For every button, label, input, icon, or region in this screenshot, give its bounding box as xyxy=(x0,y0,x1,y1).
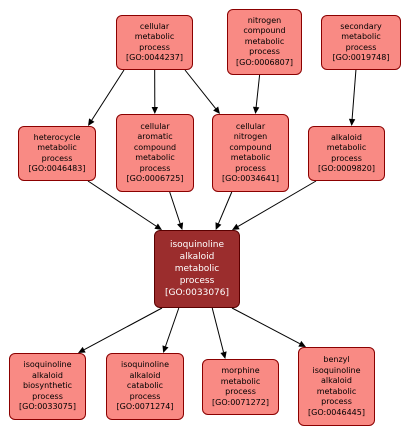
node-line: isoquinoline xyxy=(23,360,72,370)
node-go-id: [GO:0046445] xyxy=(308,407,365,417)
edge-n0019748-to-n0009820 xyxy=(351,69,357,120)
node-line: compound xyxy=(133,142,177,152)
node-go-id: [GO:0006807] xyxy=(236,57,293,67)
node-line: morphine xyxy=(221,366,260,375)
node-line: process xyxy=(32,391,63,401)
node-line: metabolic xyxy=(230,153,271,162)
edge-n0033076-to-n0071274 xyxy=(165,307,180,347)
edge-n0033076-to-n0033075 xyxy=(83,307,163,351)
node-go-0034641[interactable]: cellular nitrogen compound metabolic pro… xyxy=(212,114,289,192)
node-line: process xyxy=(249,47,280,57)
node-go-0006725[interactable]: cellular aromatic compound metabolic pro… xyxy=(116,114,194,192)
node-line: compound xyxy=(243,26,286,36)
node-line: process xyxy=(139,42,170,52)
node-line: process xyxy=(129,391,161,401)
node-line: metabolic xyxy=(37,143,77,152)
node-line: process xyxy=(345,42,377,52)
node-go-0044237[interactable]: cellular metabolic process [GO:0044237] xyxy=(116,15,193,70)
node-go-0046445[interactable]: benzyl isoquinoline alkaloid metabolic p… xyxy=(298,347,375,426)
node-go-id: [GO:0033076] xyxy=(164,288,230,298)
node-go-0046483[interactable]: heterocycle metabolic process [GO:004648… xyxy=(18,126,96,181)
arrowhead-n0033076-to-n0033075 xyxy=(78,346,86,353)
node-go-0033075[interactable]: isoquinoline alkaloid biosynthetic proce… xyxy=(9,353,86,420)
arrowhead-n0046483-to-n0033076 xyxy=(154,223,162,230)
edge-n0046483-to-n0033076 xyxy=(87,180,157,227)
node-line: metabolic xyxy=(220,376,261,386)
node-line: heterocycle xyxy=(33,132,81,142)
node-go-0006807[interactable]: nitrogen compound metabolic process [GO:… xyxy=(227,9,302,75)
edge-n0044237-to-n0034641 xyxy=(184,69,217,109)
arrowhead-n0033076-to-n0046445 xyxy=(298,340,306,347)
node-line: alkaloid xyxy=(331,132,362,142)
node-line: biosynthetic xyxy=(22,381,73,391)
edge-n0034641-to-n0033076 xyxy=(217,191,233,224)
arrowhead-n0034641-to-n0033076 xyxy=(215,222,222,230)
node-line: metabolic xyxy=(134,32,175,41)
node-line: catabolic xyxy=(126,381,164,391)
node-go-id: [GO:0046483] xyxy=(28,164,86,173)
node-line: metabolic xyxy=(135,153,175,162)
node-line: process xyxy=(225,387,256,396)
node-go-id: [GO:0044237] xyxy=(126,53,183,62)
node-line: isoquinoline xyxy=(169,240,225,250)
arrowhead-n0009820-to-n0033076 xyxy=(232,223,240,230)
edge-n0044237-to-n0046483 xyxy=(91,69,125,121)
edge-n0033076-to-n0046445 xyxy=(231,307,301,345)
node-go-0033076-focus[interactable]: isoquinoline alkaloid metabolic process … xyxy=(154,230,240,308)
arrowhead-n0044237-to-n0046483 xyxy=(88,118,95,126)
node-line: metabolic xyxy=(326,143,367,152)
node-line: compound xyxy=(229,142,272,152)
arrowhead-n0006807-to-n0034641 xyxy=(252,106,260,114)
node-line: process xyxy=(331,153,362,163)
node-go-id: [GO:0006725] xyxy=(126,174,184,183)
node-line: cellular xyxy=(140,121,170,131)
edge-n0006807-to-n0034641 xyxy=(255,74,261,108)
node-go-id: [GO:0034641] xyxy=(222,174,279,183)
node-go-id: [GO:0019748] xyxy=(332,53,390,62)
arrowhead-n0044237-to-n0006725 xyxy=(151,106,159,114)
node-line: isoquinoline xyxy=(120,360,170,370)
node-line: aromatic xyxy=(137,132,173,141)
node-line: alkaloid xyxy=(129,370,161,380)
arrowhead-n0006725-to-n0033076 xyxy=(177,222,184,230)
node-line: process xyxy=(235,163,266,173)
node-line: process xyxy=(41,153,73,163)
node-go-id: [GO:0071274] xyxy=(116,402,174,412)
node-line: alkaloid xyxy=(32,370,63,380)
node-line: alkaloid xyxy=(179,252,215,262)
node-line: process xyxy=(179,276,215,286)
node-go-0071272[interactable]: morphine metabolic process [GO:0071272] xyxy=(202,359,279,415)
node-line: cellular xyxy=(235,121,266,131)
node-line: nitrogen xyxy=(247,15,282,25)
node-line: benzyl xyxy=(323,355,350,364)
arrowhead-n0044237-to-n0034641 xyxy=(213,106,220,114)
edge-n0033076-to-n0071272 xyxy=(211,307,225,353)
node-line: alkaloid xyxy=(321,376,352,385)
node-line: metabolic xyxy=(341,32,381,41)
node-go-0019748[interactable]: secondary metabolic process [GO:0019748] xyxy=(321,15,401,70)
node-go-id: [GO:0009820] xyxy=(318,164,375,173)
node-line: process xyxy=(321,397,352,406)
node-line: nitrogen xyxy=(233,132,268,141)
node-go-id: [GO:0071272] xyxy=(212,397,269,407)
node-go-0071274[interactable]: isoquinoline alkaloid catabolic process … xyxy=(106,353,184,420)
node-line: secondary xyxy=(340,21,382,31)
arrowhead-n0033076-to-n0071274 xyxy=(162,345,169,353)
node-go-id: [GO:0033075] xyxy=(19,402,76,412)
node-line: process xyxy=(139,163,171,173)
node-line: metabolic xyxy=(174,264,220,274)
node-line: metabolic xyxy=(244,36,285,46)
edge-n0006725-to-n0033076 xyxy=(169,191,181,224)
arrowhead-n0033076-to-n0071272 xyxy=(220,351,227,359)
node-line: metabolic xyxy=(316,386,357,396)
edge-n0009820-to-n0033076 xyxy=(237,180,317,227)
node-go-0009820[interactable]: alkaloid metabolic process [GO:0009820] xyxy=(308,126,385,181)
arrowhead-n0019748-to-n0009820 xyxy=(348,118,356,126)
node-line: cellular xyxy=(139,21,170,31)
node-line: isoquinoline xyxy=(312,365,361,375)
